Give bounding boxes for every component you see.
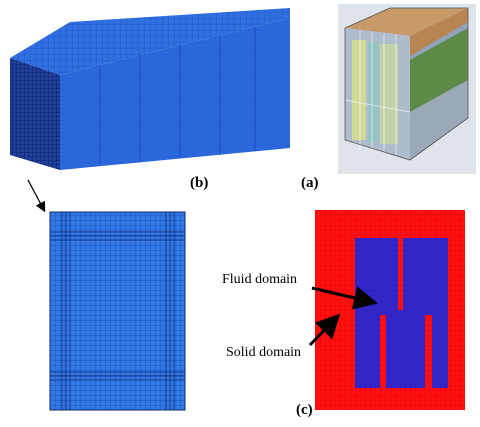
fluid-domain-region bbox=[355, 238, 448, 388]
mesh-block-side-face bbox=[60, 18, 290, 170]
solid-domain-label: Solid domain bbox=[226, 345, 302, 360]
mesh-block-front-face bbox=[10, 58, 60, 170]
caption-a: (a) bbox=[301, 175, 319, 191]
solid-domain-arrow bbox=[308, 313, 341, 347]
mesh-section-outline bbox=[49, 211, 186, 411]
render-channel-right bbox=[380, 44, 398, 144]
mesh-section-dense-lines bbox=[50, 212, 185, 410]
render-top-face bbox=[345, 8, 468, 36]
caption-b: (b) bbox=[190, 175, 209, 191]
mesh-3d-block bbox=[10, 8, 290, 170]
mesh-block-top-face bbox=[10, 8, 290, 75]
render-channel-mid bbox=[368, 42, 378, 142]
render-copper-strip bbox=[410, 8, 468, 56]
section-arrow bbox=[27, 179, 46, 213]
mesh-block-panel-lines bbox=[99, 27, 256, 166]
render-edges bbox=[344, 30, 411, 156]
caption-c: (c) bbox=[296, 402, 313, 418]
domain-section bbox=[315, 210, 465, 410]
render-green-layer bbox=[410, 28, 468, 112]
fluid-domain-label: Fluid domain bbox=[222, 272, 298, 287]
render-gray-layer bbox=[410, 80, 468, 160]
mesh-section-background bbox=[50, 212, 185, 410]
mesh-cross-section bbox=[49, 211, 186, 411]
fluid-domain-arrow bbox=[311, 286, 378, 310]
geometry-3d-render bbox=[338, 4, 476, 174]
render-channel-left bbox=[352, 40, 366, 140]
render-outline bbox=[344, 7, 469, 161]
